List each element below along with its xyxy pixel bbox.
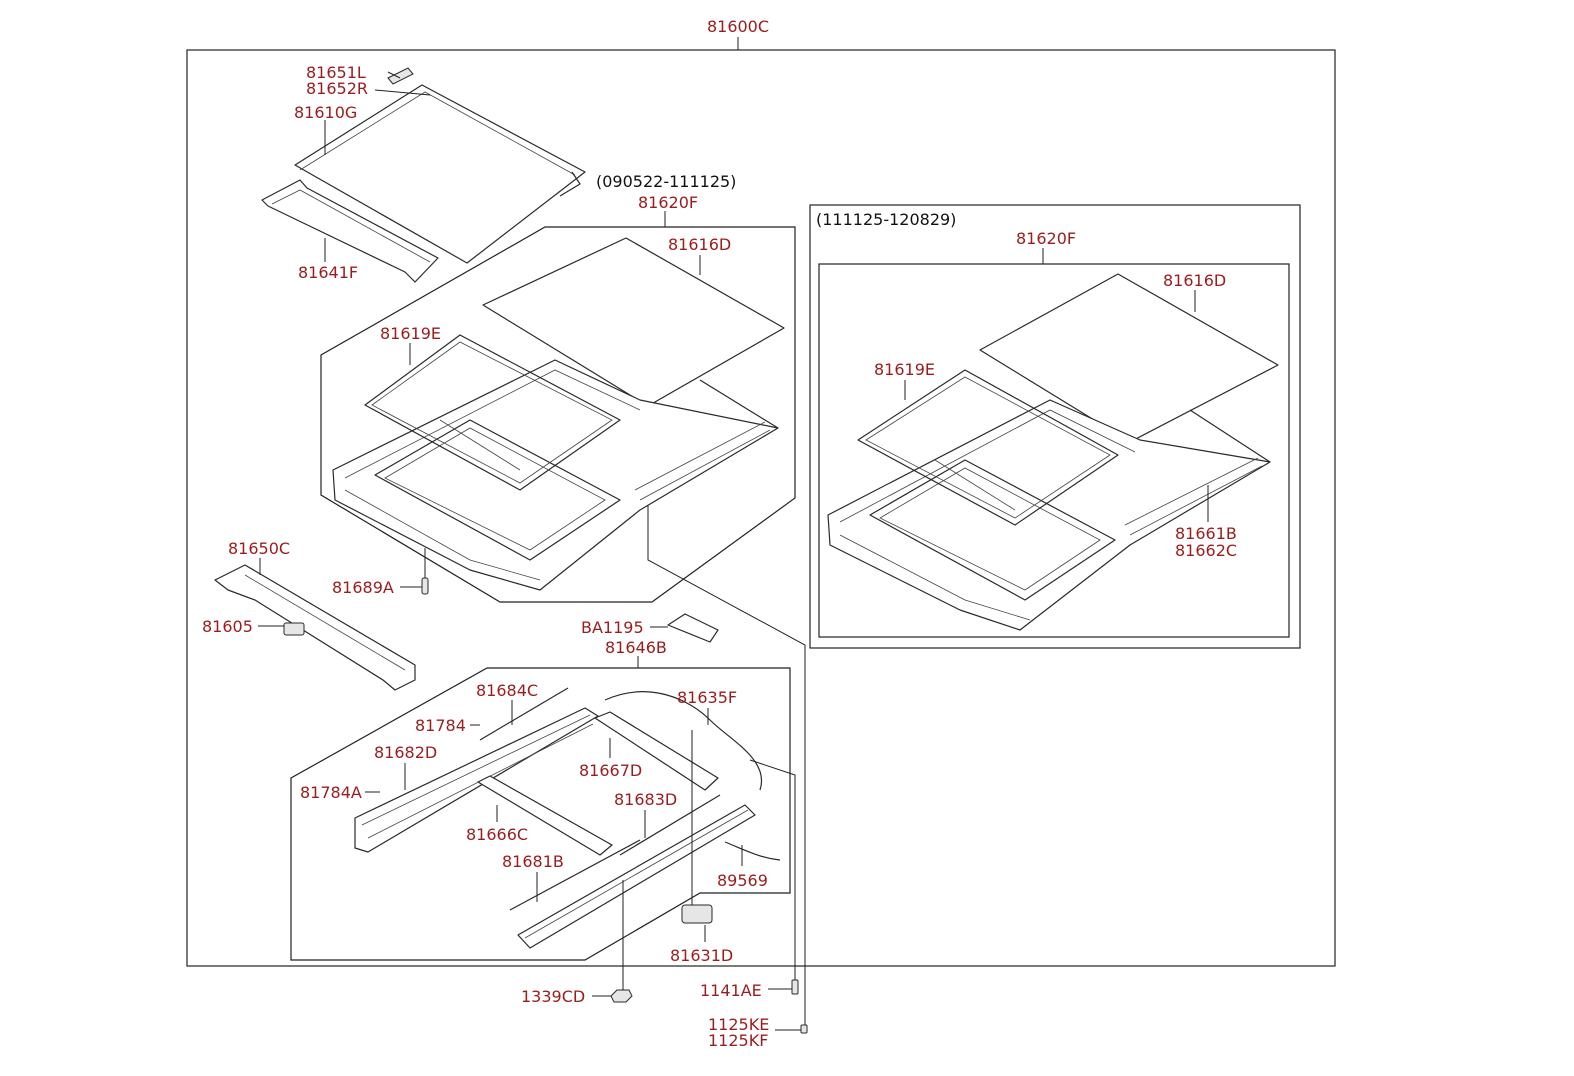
label-81616D-b: 81616D [1163, 271, 1226, 290]
variant-a-note: (090522-111125) [596, 172, 736, 191]
motor-81631D [681, 904, 713, 924]
label-81689A: 81689A [332, 578, 394, 597]
rail-group-frame [290, 667, 791, 961]
deflector-clip [387, 67, 414, 85]
label-89569: 89569 [717, 871, 768, 890]
label-81651L: 81651L [306, 63, 366, 82]
variant-b-inner-frame [818, 263, 1290, 638]
label-81683D: 81683D [614, 790, 677, 809]
glass-seal-b [857, 369, 1119, 526]
bolt-1125KE [800, 1024, 808, 1034]
label-assembly: 81600C [707, 17, 769, 36]
label-1141AE: 1141AE [700, 981, 762, 1000]
label-81684C: 81684C [476, 681, 538, 700]
label-81620F-b: 81620F [1016, 229, 1076, 248]
drive-cable-81683D [619, 794, 721, 856]
cross-member-bracket-81605 [283, 622, 305, 636]
label-1125KF: 1125KF [708, 1031, 768, 1050]
label-81784A: 81784A [300, 783, 362, 802]
label-81666C: 81666C [466, 825, 528, 844]
label-81605: 81605 [202, 617, 253, 636]
drain-plug-81689A [421, 577, 429, 595]
wiring-89569 [724, 841, 781, 861]
leader-1125KE-up [647, 505, 806, 1025]
deflector-seal [261, 179, 439, 283]
label-81681B: 81681B [502, 852, 564, 871]
label-81667D: 81667D [579, 761, 642, 780]
drain-hose-81635F [604, 691, 763, 791]
bolt-1141AE [791, 979, 799, 995]
bracket-BA1195 [667, 613, 719, 643]
label-81616D-a: 81616D [668, 235, 731, 254]
variant-b-note: (111125-120829) [816, 210, 956, 229]
label-81641F: 81641F [298, 263, 358, 282]
cable-guide-81684C [479, 687, 569, 741]
roof-frame-b [827, 399, 1271, 631]
label-81646B: 81646B [605, 638, 667, 657]
leader-81651L [387, 71, 401, 79]
drive-cable-81681B [509, 839, 641, 911]
label-BA1195: BA1195 [581, 618, 644, 637]
roof-glass-panel [294, 84, 586, 264]
label-81650C: 81650C [228, 539, 290, 558]
rear-crossbar-81666C [477, 775, 613, 856]
assembly-frame [186, 49, 1336, 967]
leader-81652R [374, 89, 431, 96]
label-81620F-a: 81620F [638, 193, 698, 212]
label-81631D: 81631D [670, 946, 733, 965]
label-81635F: 81635F [677, 688, 737, 707]
label-81652R: 81652R [306, 79, 368, 98]
front-cross-member [214, 564, 416, 691]
glass-panel-a [482, 237, 785, 407]
leader-1141AE-up [749, 759, 796, 980]
variant-a-frame [320, 226, 796, 603]
label-81661B: 81661B [1175, 524, 1237, 543]
glass-panel-b [979, 273, 1279, 443]
label-81610G: 81610G [294, 103, 357, 122]
nut-1339CD [610, 989, 633, 1003]
label-81682D: 81682D [374, 743, 437, 762]
front-crossbar-81667D [594, 711, 719, 791]
label-1125KE: 1125KE [708, 1015, 769, 1034]
label-81619E-b: 81619E [874, 360, 935, 379]
label-1339CD: 1339CD [521, 987, 585, 1006]
label-81662C: 81662C [1175, 541, 1237, 560]
roof-frame-a [332, 359, 779, 591]
label-81784: 81784 [415, 716, 466, 735]
right-guide-rail [517, 804, 756, 949]
label-81619E-a: 81619E [380, 324, 441, 343]
glass-seal-a [364, 334, 621, 491]
variant-b-outer-frame [809, 204, 1301, 649]
